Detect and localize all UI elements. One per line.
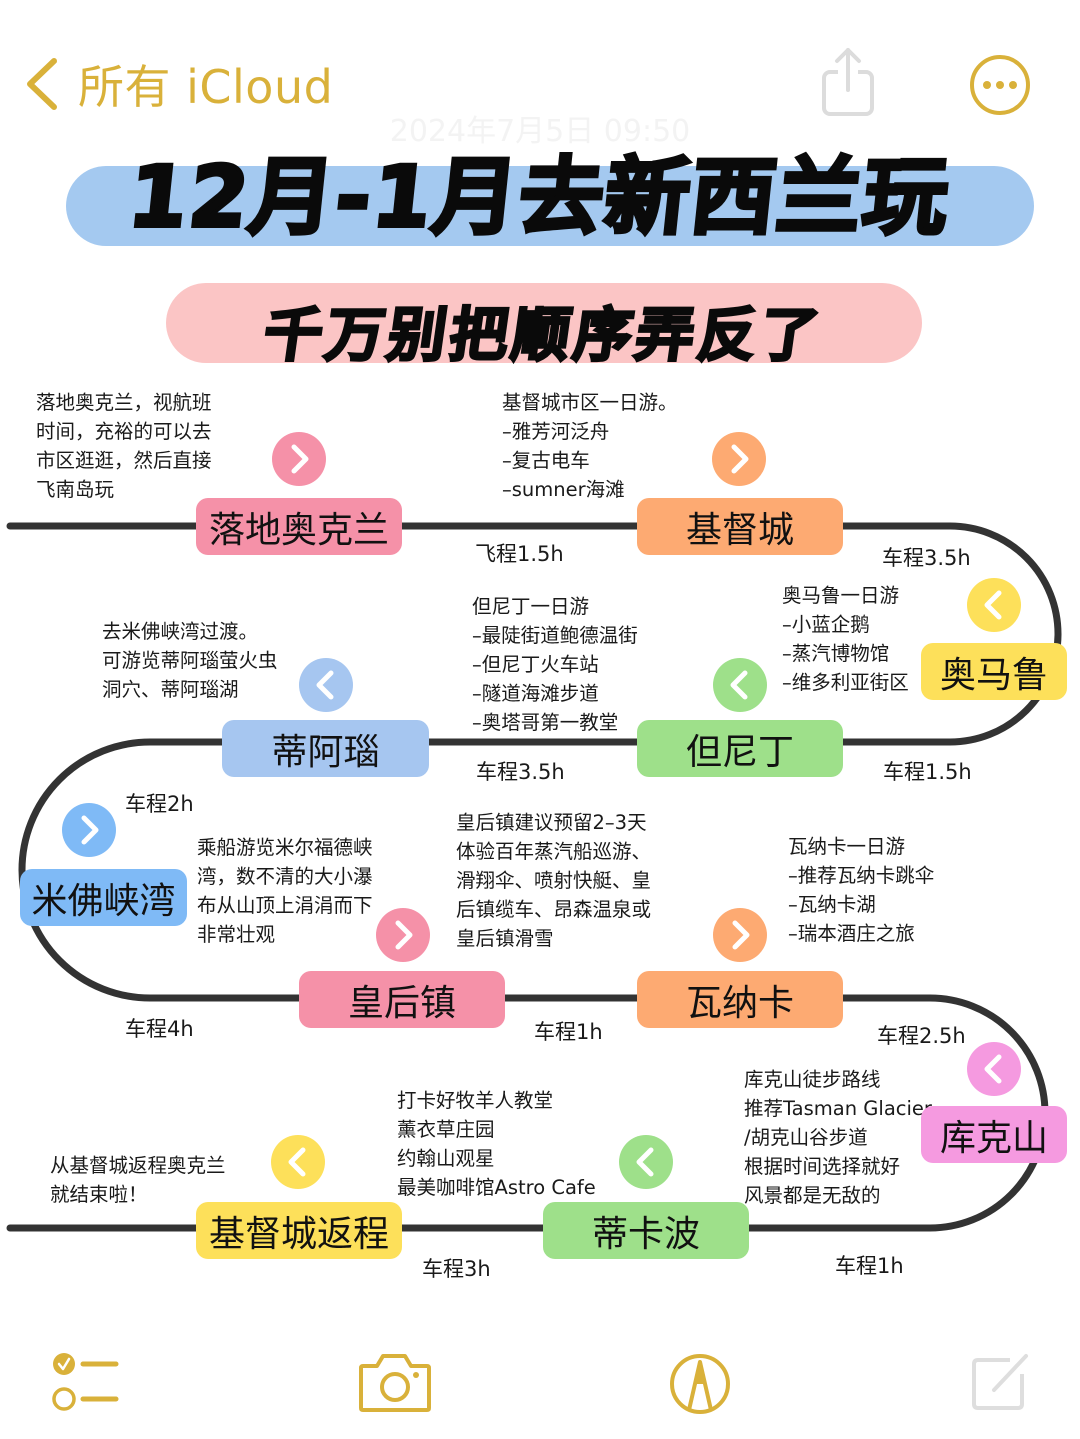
leg-duration: 车程3.5h	[882, 546, 971, 570]
station-note: 去米佛峡湾过渡。 可游览蒂阿瑙萤火虫 洞穴、蒂阿瑙湖	[102, 620, 278, 701]
leg-duration: 飞程1.5h	[475, 542, 564, 566]
subtitle-highlight	[166, 283, 922, 363]
chevron-left-icon	[271, 1135, 325, 1189]
station-note: 库克山徒步路线 推荐Tasman Glacier /胡克山谷步道 根据时间选择就…	[744, 1068, 932, 1207]
direction-arrow-left[interactable]	[271, 1135, 325, 1189]
leg-duration: 车程1.5h	[883, 760, 972, 784]
title-highlight	[66, 166, 1034, 246]
station-note: 乘船游览米尔福德峡 湾，数不清的大小瀑 布从山顶上涓涓而下 非常壮观	[197, 836, 373, 946]
back-label: 所有 iCloud	[78, 60, 334, 114]
camera-button[interactable]	[357, 1352, 433, 1414]
checklist-icon	[52, 1353, 119, 1411]
station-milford-sound[interactable]: 米佛峡湾	[20, 869, 187, 926]
station-note: 瓦纳卡一日游 –推荐瓦纳卡跳伞 –瓦纳卡湖 –瑞本酒庄之旅	[788, 835, 935, 945]
leg-duration: 车程4h	[125, 1017, 194, 1041]
station-note: 但尼丁一日游 –最陡街道鲍德温街 –但尼丁火车站 –隧道海滩步道 –奥塔哥第一教…	[472, 595, 638, 734]
share-button[interactable]	[818, 46, 878, 118]
chevron-left-icon	[619, 1135, 673, 1189]
station-note: 皇后镇建议预留2–3天 体验百年蒸汽船巡游、 滑翔伞、喷射快艇、皇 后镇缆车、昂…	[456, 811, 652, 950]
station-queenstown[interactable]: 皇后镇	[299, 971, 505, 1028]
station-note: 从基督城返程奥克兰 就结束啦！	[50, 1154, 226, 1206]
chevron-right-icon	[713, 908, 767, 962]
note-timestamp: 2024年7月5日 09:50	[389, 114, 691, 149]
station-auckland[interactable]: 落地奥克兰	[196, 498, 402, 555]
more-button[interactable]	[968, 53, 1032, 117]
ellipsis-circle-icon	[970, 55, 1030, 115]
markup-button[interactable]	[668, 1352, 732, 1416]
station-oamaru[interactable]: 奥马鲁	[921, 643, 1067, 700]
direction-arrow-right[interactable]	[712, 432, 766, 486]
station-note: 打卡好牧羊人教堂 薰衣草庄园 约翰山观星 最美咖啡馆Astro Cafe	[397, 1089, 596, 1199]
station-wanaka[interactable]: 瓦纳卡	[637, 971, 843, 1028]
leg-duration: 车程3.5h	[476, 760, 565, 784]
station-te-anau[interactable]: 蒂阿瑙	[222, 720, 429, 777]
direction-arrow-left[interactable]	[299, 658, 353, 712]
chevron-left-icon	[967, 578, 1021, 632]
chevron-right-icon	[272, 432, 326, 486]
leg-duration: 车程1h	[835, 1254, 904, 1278]
chevron-left-icon	[299, 658, 353, 712]
back-button[interactable]: 所有 iCloud	[22, 52, 333, 116]
direction-arrow-left[interactable]	[713, 658, 767, 712]
chevron-left-icon	[713, 658, 767, 712]
station-note: 落地奥克兰，视航班 时间，充裕的可以去 市区逛逛，然后直接 飞南岛玩	[36, 391, 212, 501]
chevron-left-icon	[967, 1042, 1021, 1096]
station-note: 奥马鲁一日游 –小蓝企鹅 –蒸汽博物馆 –维多利亚街区	[782, 584, 909, 694]
chevron-right-icon	[376, 908, 430, 962]
compose-button[interactable]	[970, 1350, 1032, 1412]
direction-arrow-left[interactable]	[967, 1042, 1021, 1096]
direction-arrow-right[interactable]	[376, 908, 430, 962]
chevron-left-icon	[27, 58, 57, 110]
leg-duration: 车程2.5h	[877, 1024, 966, 1048]
station-tekapo[interactable]: 蒂卡波	[543, 1202, 749, 1259]
station-christchurch[interactable]: 基督城	[637, 498, 843, 555]
compose-icon	[972, 1354, 1028, 1410]
markup-pen-icon	[670, 1354, 730, 1414]
leg-duration: 车程3h	[422, 1257, 491, 1281]
direction-arrow-left[interactable]	[619, 1135, 673, 1189]
direction-arrow-right[interactable]	[62, 803, 116, 857]
leg-duration: 车程1h	[534, 1020, 603, 1044]
direction-arrow-right[interactable]	[713, 908, 767, 962]
direction-arrow-right[interactable]	[272, 432, 326, 486]
station-dunedin[interactable]: 但尼丁	[637, 720, 843, 777]
station-mount-cook[interactable]: 库克山	[921, 1106, 1067, 1163]
camera-icon	[359, 1354, 431, 1412]
direction-arrow-left[interactable]	[967, 578, 1021, 632]
leg-duration: 车程2h	[125, 792, 194, 816]
share-icon	[822, 48, 874, 116]
station-christchurch-return[interactable]: 基督城返程	[196, 1202, 402, 1259]
chevron-right-icon	[712, 432, 766, 486]
checklist-button[interactable]	[50, 1352, 120, 1414]
chevron-right-icon	[62, 803, 116, 857]
station-note: 基督城市区一日游。 –雅芳河泛舟 –复古电车 –sumner海滩	[502, 391, 678, 501]
